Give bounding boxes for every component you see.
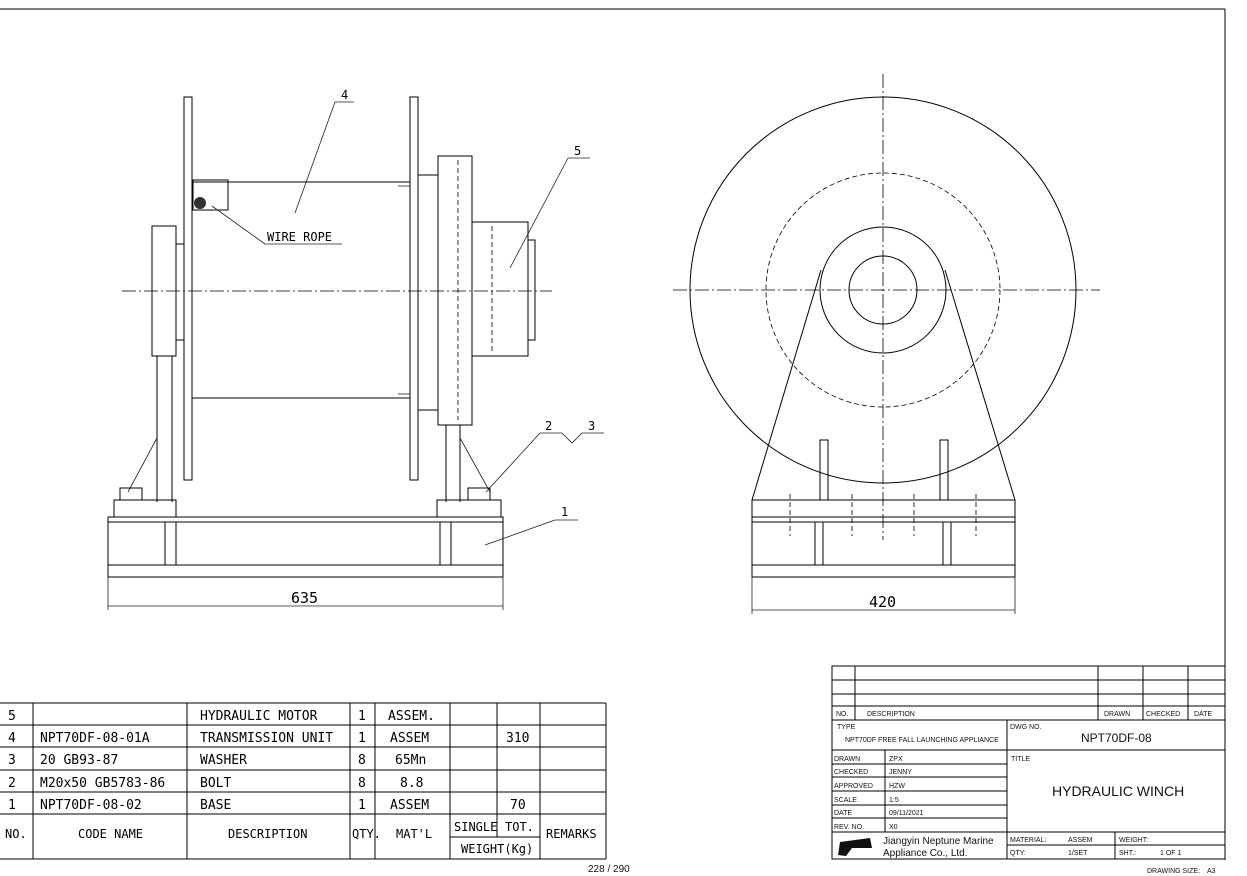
table-row: 1 NPT70DF-08-02 BASE 1 ASSEM 70 — [8, 798, 526, 813]
qty-text: QTY. — [352, 827, 381, 841]
material-text: ASSEM. — [388, 709, 435, 724]
code-text: NPT70DF-08-01A — [40, 731, 150, 746]
side-view: 635 4 5 WIRE ROPE 2 3 1 — [107, 88, 604, 610]
label-text: DRAWN — [834, 756, 860, 763]
label-text: DATE — [834, 810, 852, 817]
wire-rope-label: WIRE ROPE — [267, 230, 332, 244]
end-view-dimension: 420 — [869, 593, 896, 611]
no-text: 4 — [8, 731, 16, 746]
no-text: 5 — [8, 709, 16, 724]
qty-label-text: QTY: — [1010, 850, 1026, 857]
description-text: WASHER — [200, 753, 247, 768]
material-text: ASSEM — [390, 798, 429, 813]
material-text: MAT'L — [396, 827, 432, 841]
title-block-text: NO. DESCRIPTION DRAWN CHECKED DATE TYPE … — [834, 711, 1212, 859]
single-text: SINGLE — [454, 820, 497, 834]
label-text: APPROVED — [834, 783, 873, 790]
date-text: DATE — [1194, 711, 1212, 718]
value-text: 09/11/2021 — [889, 810, 924, 817]
type-value: NPT70DF FREE FALL LAUNCHING APPLIANCE — [845, 737, 999, 744]
qty-text: 8 — [358, 753, 366, 768]
remarks-text: REMARKS — [546, 827, 597, 841]
value-text: 1:5 — [889, 797, 899, 804]
total-text: 310 — [506, 731, 529, 746]
callout-5: 5 — [574, 144, 581, 158]
wire-rope-section — [192, 179, 229, 211]
code-text: NPT70DF-08-02 — [40, 798, 142, 813]
title-block — [831, 665, 1226, 860]
drawn-text: DRAWN — [1104, 711, 1130, 718]
description-text: TRANSMISSION UNIT — [200, 731, 333, 746]
description-text: HYDRAULIC MOTOR — [200, 709, 318, 724]
callout-3: 3 — [588, 419, 595, 433]
no-text: 2 — [8, 776, 16, 791]
no-text: 1 — [8, 798, 16, 813]
code-text: 20 GB93-87 — [40, 753, 118, 768]
company-name-line2: Appliance Co., Ltd. — [883, 848, 968, 859]
drawing-number: NPT70DF-08 — [1081, 731, 1152, 745]
weight-label-text: WEIGHT: — [1119, 837, 1148, 844]
drawing-title: HYDRAULIC WINCH — [1052, 783, 1184, 799]
qty-text: 1 — [358, 709, 366, 724]
label-text: SCALE — [834, 797, 857, 804]
material-text: 65Mn — [395, 753, 426, 768]
checked-text: CHECKED — [1146, 711, 1180, 718]
dwg-no-label-text: DWG NO. — [1010, 724, 1042, 731]
material-label-text: MATERIAL: — [1010, 837, 1046, 844]
callout-2: 2 — [545, 419, 552, 433]
drawing-size-label: DRAWING SIZE: — [1147, 868, 1200, 875]
value-text: X0 — [889, 824, 898, 831]
end-view: 420 — [673, 74, 1100, 614]
value-text: JENNY — [889, 769, 912, 776]
qty-text: 1 — [358, 798, 366, 813]
qty-value-text: 1/SET — [1068, 850, 1088, 857]
value-text: ZPX — [889, 756, 903, 763]
drawing-size-value: A3 — [1207, 868, 1216, 875]
table-row: 3 20 GB93-87 WASHER 8 65Mn — [8, 753, 426, 768]
total-text: 70 — [510, 798, 526, 813]
sheet-label-text: SHT.: — [1119, 850, 1136, 857]
title-label-text: TITLE — [1011, 756, 1030, 763]
description-text: BASE — [200, 798, 231, 813]
label-text: REV. NO. — [834, 824, 864, 831]
table-row: 4 NPT70DF-08-01A TRANSMISSION UNIT 1 ASS… — [8, 731, 529, 746]
material-value-text: ASSEM — [1068, 837, 1093, 844]
code-text: M20x50 GB5783-86 — [40, 776, 165, 791]
parts-table-rows: 5 HYDRAULIC MOTOR 1 ASSEM. 4 NPT70DF-08-… — [5, 709, 597, 856]
npt-logo — [838, 838, 872, 856]
page-indicator: 228 / 290 — [588, 864, 630, 875]
description-text: DESCRIPTION — [867, 711, 915, 718]
table-header: NO. CODE NAME DESCRIPTION QTY. MAT'L SIN… — [5, 820, 597, 856]
code-text: CODE NAME — [78, 827, 143, 841]
no-text: 3 — [8, 753, 16, 768]
description-text: DESCRIPTION — [228, 827, 307, 841]
label-text: CHECKED — [834, 769, 868, 776]
weight-text: WEIGHT(Kg) — [461, 842, 533, 856]
table-row: 2 M20x50 GB5783-86 BOLT 8 8.8 — [8, 776, 423, 791]
type-label-text: TYPE — [837, 724, 856, 731]
material-text: ASSEM — [390, 731, 429, 746]
side-view-dimension: 635 — [291, 589, 318, 607]
company-name-line1: Jiangyin Neptune Marine — [883, 836, 994, 847]
callout-4: 4 — [341, 88, 348, 102]
value-text: HZW — [889, 783, 905, 790]
material-text: 8.8 — [400, 776, 423, 791]
table-row: 5 HYDRAULIC MOTOR 1 ASSEM. — [8, 709, 435, 724]
total-text: TOT. — [505, 820, 534, 834]
sheet-value-text: 1 OF 1 — [1160, 850, 1182, 857]
no-text: NO. — [836, 711, 849, 718]
no-text: NO. — [5, 827, 27, 841]
qty-text: 8 — [358, 776, 366, 791]
callout-1: 1 — [561, 505, 568, 519]
parts-table — [0, 702, 607, 860]
description-text: BOLT — [200, 776, 231, 791]
qty-text: 1 — [358, 731, 366, 746]
